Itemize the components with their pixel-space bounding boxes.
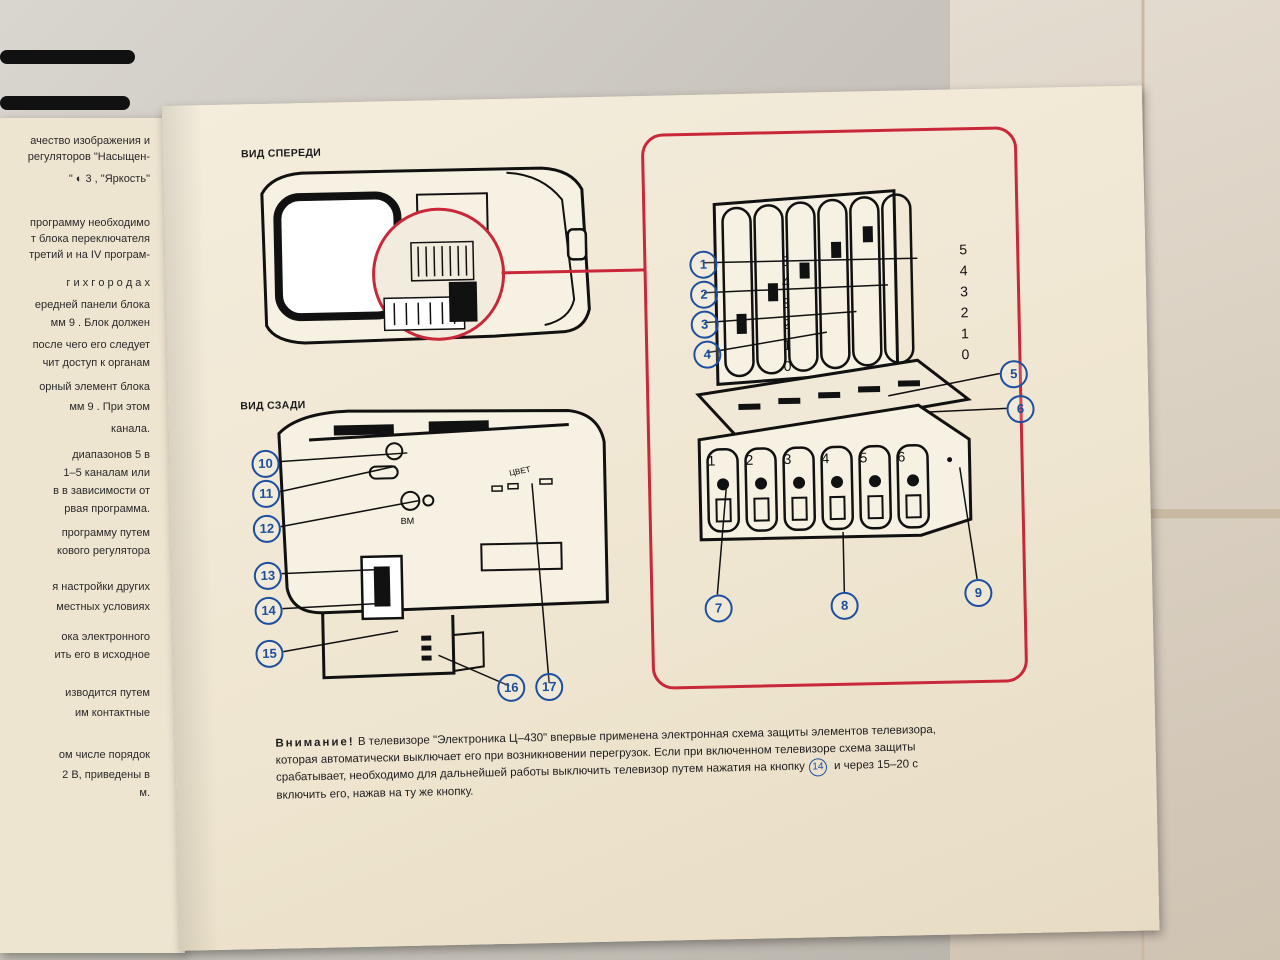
- left-page-line: после чего его следует: [32, 339, 150, 351]
- main-page: ВИД СПЕРЕДИ ВИД СЗАДИ ВМ ЦВЕТ: [162, 85, 1160, 951]
- left-page-line: рвая программа.: [64, 503, 150, 515]
- left-page-line: ачество изображения и: [30, 135, 150, 147]
- rear-view-tv-drawing: ВМ ЦВЕТ: [277, 409, 610, 680]
- left-page-line: чит доступ к органам: [42, 357, 150, 369]
- marker-stroke: [0, 96, 130, 110]
- left-page-line: регуляторов "Насыщен-: [27, 151, 150, 163]
- left-page-line: м.: [139, 787, 150, 799]
- left-page-line: орный элемент блока: [39, 381, 150, 393]
- left-page-line: г и х г о р о д а х: [66, 277, 150, 289]
- front-view-tv-drawing: [260, 166, 646, 345]
- left-page-line: 1–5 каналам или: [63, 467, 150, 479]
- marker-stroke: [0, 50, 135, 64]
- left-page-line: ока электронного: [61, 631, 150, 643]
- left-page-line: кового регулятора: [57, 545, 150, 557]
- left-page-line: ом числе порядок: [58, 749, 150, 761]
- left-page-line: им контактные: [75, 707, 150, 719]
- left-page-line: ить его в исходное: [54, 649, 150, 661]
- left-page-line: третий и на IV програм-: [29, 249, 150, 261]
- leader-lines: [279, 257, 1007, 687]
- left-page-line: ередней панели блока: [34, 299, 150, 311]
- left-page-line: мм 9 . Блок должен: [50, 317, 150, 329]
- left-page-line: диапазонов 5 в: [72, 449, 150, 461]
- left-page-line: я настройки других: [52, 581, 150, 593]
- left-page-line: мм 9 . При этом: [69, 401, 150, 413]
- vm-label: ВМ: [401, 516, 415, 526]
- left-page-line: местных условиях: [56, 601, 150, 613]
- control-panel-drawing: [695, 189, 973, 542]
- color-label: ЦВЕТ: [508, 465, 531, 478]
- left-page-line: программу путем: [61, 527, 150, 539]
- left-page-line: программу необходимо: [30, 217, 150, 229]
- left-page-line: т блока переключателя: [30, 233, 150, 245]
- left-page-line: канала.: [111, 423, 150, 435]
- note-text: и через 15–20 с: [830, 758, 919, 773]
- left-page-line: изводится путем: [65, 687, 150, 699]
- attention-label: Внимание!: [275, 736, 355, 750]
- left-page-line: 2 В, приведены в: [62, 769, 150, 781]
- left-page-line: " ◐ 3 , "Яркость": [68, 173, 150, 185]
- left-page-line: в в зависимости от: [53, 485, 150, 497]
- inline-callout-14: 14: [808, 758, 828, 777]
- left-page: ачество изображения и регуляторов "Насыще…: [0, 118, 185, 953]
